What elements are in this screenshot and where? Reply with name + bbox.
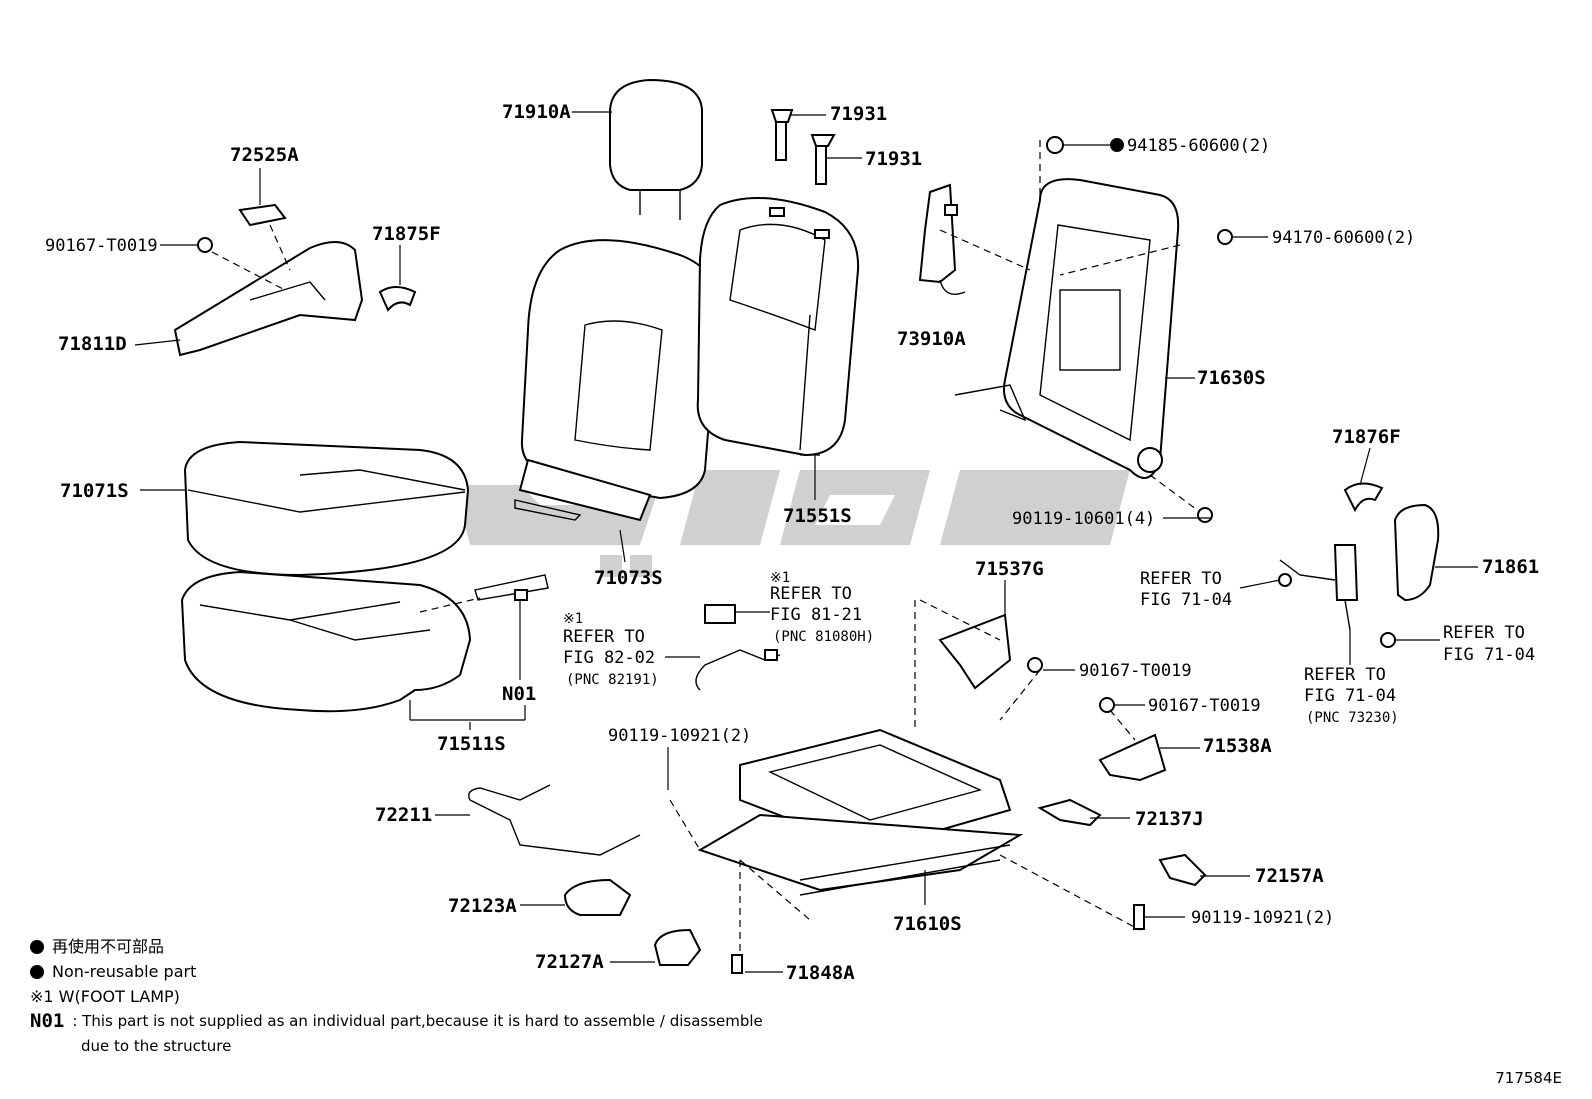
figure-code: 717584E (1495, 1069, 1562, 1087)
legend-nonreusable-en: Non-reusable part (52, 962, 197, 981)
assembly-lines (211, 140, 1201, 955)
label-71861: 71861 (1482, 556, 1539, 578)
ref2-mark: ※1 (563, 611, 583, 627)
ref2-line2: FIG 82-02 (563, 648, 655, 668)
nonreusable-marker (1110, 138, 1124, 152)
label-90119-10921-left: 90119-10921(2) (608, 726, 751, 746)
buckle-seatbelt (1278, 544, 1396, 648)
label-71848A: 71848A (786, 962, 855, 984)
side-airbag (918, 183, 966, 295)
label-94170: 94170-60600(2) (1272, 228, 1415, 248)
label-72157A: 72157A (1255, 865, 1324, 887)
part-labels: 71910A 71931 71931 94185-60600(2) 72525A… (45, 101, 1539, 984)
label-71551S: 71551S (783, 505, 852, 527)
seatback-cover (514, 239, 720, 522)
label-71537G: 71537G (975, 558, 1044, 580)
headrest-support (770, 109, 836, 185)
cover-71861 (1393, 503, 1440, 602)
legend-row-n01: N01 : This part is not supplied as an in… (30, 1009, 763, 1034)
ref5-line1: REFER TO (1304, 665, 1386, 685)
label-90167-mid: 90167-T0019 (1079, 661, 1192, 681)
label-72123A: 72123A (448, 895, 517, 917)
legend-row-jp: 再使用不可部品 (30, 934, 763, 959)
bullet-icon (30, 939, 44, 954)
legend-nonreusable-jp: 再使用不可部品 (52, 937, 165, 956)
legend-n01-line2: due to the structure (81, 1037, 232, 1055)
headrest (609, 78, 703, 220)
label-71875F: 71875F (372, 223, 441, 245)
reference-callouts: ※1 REFER TO FIG 81-21 (PNC 81080H) ※1 RE… (563, 569, 1535, 726)
clip-72137J (1037, 798, 1102, 827)
seat-cushion-cover (183, 440, 470, 577)
label-72525A: 72525A (230, 144, 299, 166)
bolt-71848A (731, 954, 743, 974)
ref4-line1: REFER TO (1443, 623, 1525, 643)
legend: 再使用不可部品 Non-reusable part ※1 W(FOOT LAMP… (30, 934, 763, 1059)
ref2-line1: REFER TO (563, 627, 645, 647)
sensor-harness (474, 574, 549, 601)
ref1-line1: REFER TO (770, 584, 852, 604)
label-71610S: 71610S (893, 913, 962, 935)
wire-72211 (468, 784, 641, 856)
ref3-line1: REFER TO (1140, 569, 1222, 589)
label-90167-upper: 90167-T0019 (45, 236, 158, 256)
cover-71876F (1343, 482, 1384, 513)
label-71931-upper: 71931 (830, 103, 887, 125)
legend-note1: ※1 W(FOOT LAMP) (30, 987, 180, 1006)
seatback-frame (954, 136, 1233, 523)
label-94185: 94185-60600(2) (1127, 136, 1270, 156)
legend-row-note1: ※1 W(FOOT LAMP) (30, 984, 763, 1009)
ref1-line2: FIG 81-21 (770, 605, 862, 625)
label-71630S: 71630S (1197, 367, 1266, 389)
label-71876F: 71876F (1332, 426, 1401, 448)
label-71538A: 71538A (1203, 735, 1272, 757)
ref3-line2: FIG 71-04 (1140, 590, 1232, 610)
ref1-line3: (PNC 81080H) (773, 629, 874, 645)
label-72211: 72211 (375, 804, 432, 826)
legend-row-en: Non-reusable part (30, 959, 763, 984)
ref4-line2: FIG 71-04 (1443, 645, 1535, 665)
lamp-connector (695, 604, 781, 691)
ref5-line2: FIG 71-04 (1304, 686, 1396, 706)
cover-72123A (563, 878, 632, 916)
leader-lines (134, 111, 1478, 973)
legend-n01-line1: : This part is not supplied as an indivi… (72, 1012, 763, 1030)
label-71910A: 71910A (502, 101, 571, 123)
label-72137J: 72137J (1135, 808, 1204, 830)
legend-row-n01-cont: due to the structure (30, 1034, 763, 1059)
label-90119-10921-right: 90119-10921(2) (1191, 908, 1334, 928)
legend-n01-code: N01 (30, 1010, 65, 1032)
cover-71537G (938, 613, 1043, 690)
ref5-line3: (PNC 73230) (1306, 710, 1399, 726)
seat-track-adjuster (697, 728, 1024, 896)
label-73910A: 73910A (897, 328, 966, 350)
label-71071S: 71071S (60, 480, 129, 502)
label-71073S: 71073S (594, 567, 663, 589)
ref1-mark: ※1 (770, 570, 790, 586)
seat-cushion-pad (180, 570, 472, 713)
label-N01: N01 (502, 683, 536, 705)
seat-cushion-shield (173, 203, 417, 357)
label-71931-lower: 71931 (865, 148, 922, 170)
label-72127A: 72127A (535, 951, 604, 973)
ref2-line3: (PNC 82191) (566, 672, 659, 688)
label-71511S: 71511S (437, 733, 506, 755)
label-71811D: 71811D (58, 333, 127, 355)
cover-71538A (1098, 697, 1167, 782)
label-90119-10601: 90119-10601(4) (1012, 509, 1155, 529)
seatback-pad (696, 197, 860, 457)
bullet-icon (30, 964, 44, 979)
cover-72127A (653, 928, 702, 966)
label-90167-right: 90167-T0019 (1148, 696, 1261, 716)
